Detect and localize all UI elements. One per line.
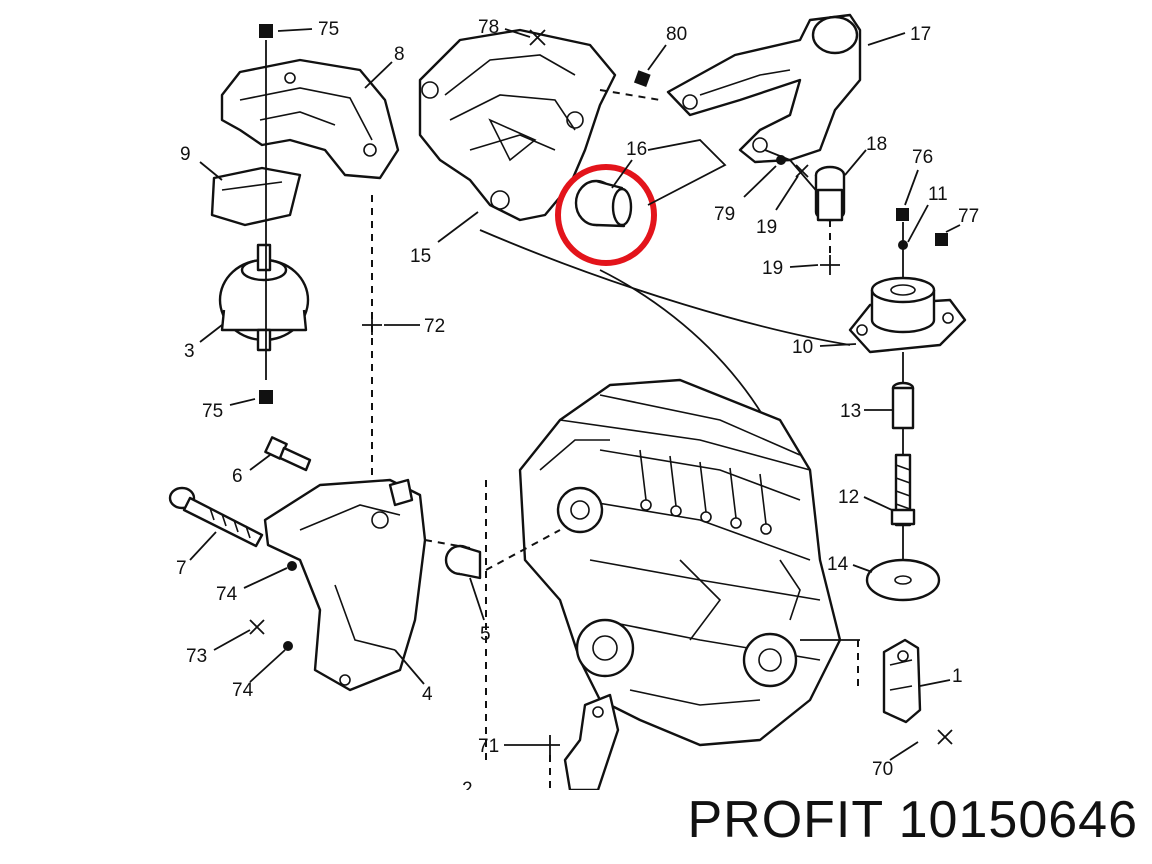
part-16-highlight-ring	[555, 164, 657, 266]
engine-block	[518, 378, 842, 747]
part-17-torque-arm	[666, 13, 862, 164]
part-19-lower-cross-icon	[820, 255, 840, 275]
part-14-washer	[865, 558, 941, 602]
part-75-top-nut-icon	[259, 24, 273, 38]
part-9-shield-plate	[210, 166, 302, 227]
part-70-cross-icon	[937, 729, 953, 745]
callout-14: 14	[827, 554, 849, 575]
part-10-mount	[848, 276, 967, 354]
part-18-spacer	[814, 165, 846, 222]
callout-75-top: 75	[318, 19, 339, 40]
callout-18: 18	[866, 134, 887, 155]
callout-19-lower: 19	[762, 258, 783, 279]
callout-78: 78	[478, 17, 499, 38]
part-3-hydro-mount	[218, 243, 310, 352]
part-12-stud-bolt	[890, 453, 916, 527]
part-7-bolt	[168, 486, 264, 548]
callout-3: 3	[184, 341, 195, 362]
callout-77: 77	[958, 206, 979, 227]
callout-12: 12	[838, 487, 859, 508]
callout-15: 15	[410, 246, 431, 267]
part-5-bushing	[444, 544, 482, 580]
callout-11: 11	[928, 184, 948, 205]
callout-2-partial: 2	[462, 779, 473, 800]
part-16-bushing	[574, 179, 633, 228]
callout-7: 7	[176, 558, 187, 579]
caption-band	[0, 790, 1152, 864]
part-6-stud	[264, 436, 312, 472]
part-4-lower-bracket	[263, 478, 427, 692]
part-8-upper-bracket	[220, 58, 400, 180]
callout-8: 8	[394, 44, 405, 65]
callout-70: 70	[872, 759, 893, 780]
callout-10: 10	[792, 337, 813, 358]
part-76-nut-icon	[896, 208, 909, 221]
callout-72: 72	[424, 316, 445, 337]
callout-19-upper: 19	[756, 217, 777, 238]
part-77-nut-icon	[935, 233, 948, 246]
part-72-cross-icon	[362, 315, 382, 335]
part-number-caption: PROFIT 10150646	[687, 791, 1138, 849]
part-74-upper-dot-icon	[287, 561, 297, 571]
callout-73: 73	[186, 646, 207, 667]
callout-75-bottom: 75	[202, 401, 223, 422]
callout-16: 16	[626, 139, 647, 160]
part-74-lower-dot-icon	[283, 641, 293, 651]
callout-4: 4	[422, 684, 433, 705]
callout-6: 6	[232, 466, 243, 487]
callout-79: 79	[714, 204, 735, 225]
callout-74-lower: 74	[232, 680, 254, 701]
callout-9: 9	[180, 144, 191, 165]
callout-1: 1	[952, 666, 963, 687]
part-13-sleeve	[891, 381, 915, 430]
callout-labels: 75 8 9 3 75 72 78 80 17 16 18 76 11 77 1…	[176, 17, 979, 800]
part-19-upper-cross-icon	[795, 164, 809, 178]
part-1-bracket	[882, 638, 922, 724]
part-75-bottom-nut-icon	[259, 390, 273, 404]
part-78-cross-icon	[529, 29, 546, 46]
part-71-cross-icon	[540, 735, 560, 755]
callout-74-upper: 74	[216, 584, 238, 605]
callout-76: 76	[912, 147, 933, 168]
callout-80: 80	[666, 24, 687, 45]
part-73-cross-icon	[249, 619, 265, 635]
leader-lines	[189, 28, 961, 761]
part-80-clip-icon	[633, 70, 651, 87]
callout-13: 13	[840, 401, 861, 422]
callout-5: 5	[480, 624, 491, 645]
callout-71: 71	[478, 736, 499, 757]
callout-17: 17	[910, 24, 931, 45]
part-79-dot-icon	[776, 155, 786, 165]
part-2-lower-link	[563, 693, 620, 792]
